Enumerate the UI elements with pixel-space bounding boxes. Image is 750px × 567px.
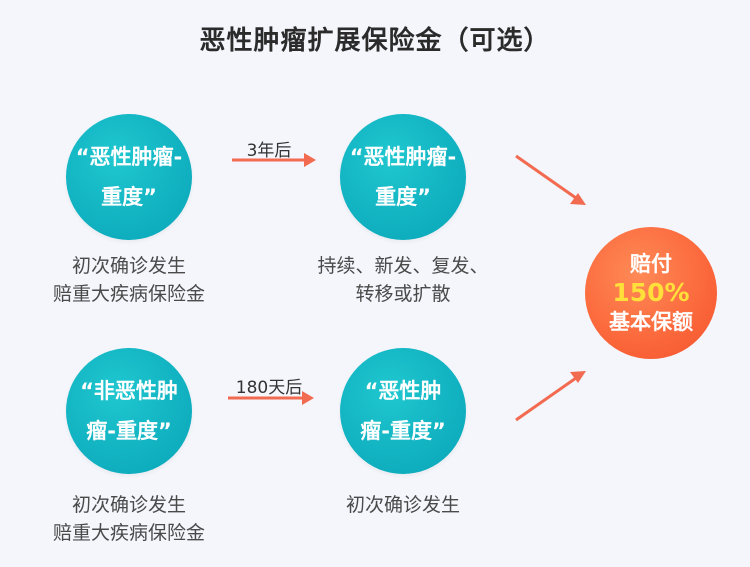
arrow-label-row2: 180天后 <box>235 378 303 398</box>
circle-row1-followup-line2: 重度” <box>375 185 431 209</box>
circle-row2-initial-line2: 瘤-重度” <box>86 419 172 443</box>
arrow-to-result-bottom <box>515 371 586 422</box>
page-title: 恶性肿瘤扩展保险金（可选） <box>199 26 551 56</box>
caption-row1-initial-line1: 初次确诊发生 <box>71 255 186 277</box>
caption-row1-followup-line1: 持续、新发、复发、 <box>317 255 489 277</box>
result-line3: 基本保额 <box>609 310 693 334</box>
circle-row2-initial-line1: “非恶性肿 <box>80 379 178 403</box>
circle-row1-initial-line2: 重度” <box>101 185 157 209</box>
caption-row1-followup-line2: 转移或扩散 <box>355 283 451 305</box>
circle-row1-initial: “恶性肿瘤- 重度” <box>66 114 192 240</box>
caption-row2-initial-line2: 赔重大疾病保险金 <box>52 522 205 544</box>
arrow-row1 <box>232 153 316 167</box>
result-circle: 赔付 150% 基本保额 <box>585 227 717 359</box>
caption-row2-initial: 初次确诊发生 赔重大疾病保险金 <box>29 491 229 547</box>
caption-row2-followup: 初次确诊发生 <box>303 491 503 519</box>
result-percentage: 150% <box>612 278 690 307</box>
circle-row1-initial-line1: “恶性肿瘤- <box>75 145 183 169</box>
circle-row1-followup-line1: “恶性肿瘤- <box>349 145 457 169</box>
arrow-row2 <box>228 391 314 405</box>
caption-row2-followup-line1: 初次确诊发生 <box>345 494 460 516</box>
result-line1: 赔付 <box>630 252 672 276</box>
arrow-label-row1: 3年后 <box>246 141 292 161</box>
circle-row2-followup-line1: “恶性肿 <box>364 379 442 403</box>
caption-row2-initial-line1: 初次确诊发生 <box>71 494 186 516</box>
caption-row1-initial-line2: 赔重大疾病保险金 <box>52 283 205 305</box>
caption-row1-initial: 初次确诊发生 赔重大疾病保险金 <box>29 252 229 308</box>
arrow-to-result-top <box>515 154 586 205</box>
caption-row1-followup: 持续、新发、复发、 转移或扩散 <box>293 252 513 308</box>
circle-row1-followup: “恶性肿瘤- 重度” <box>340 114 466 240</box>
circle-row2-initial: “非恶性肿 瘤-重度” <box>66 348 192 474</box>
circle-row2-followup: “恶性肿 瘤-重度” <box>340 348 466 474</box>
circle-row2-followup-line2: 瘤-重度” <box>360 419 446 443</box>
